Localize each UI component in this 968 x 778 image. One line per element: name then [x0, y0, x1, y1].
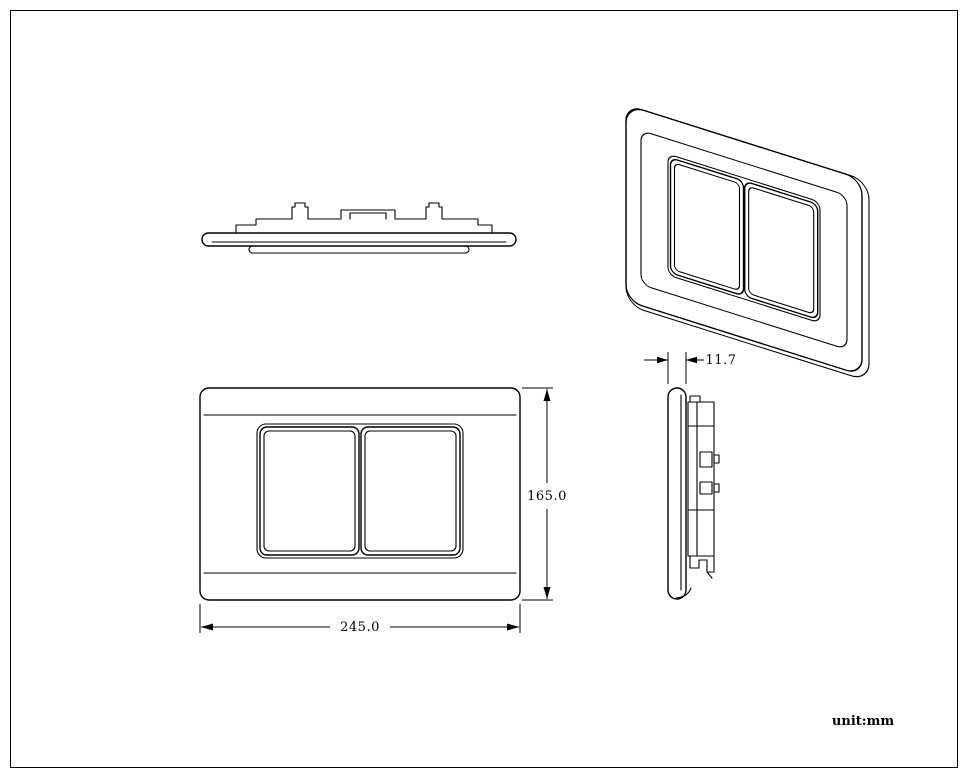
- side-view: [667, 387, 720, 600]
- button-recess: [256, 423, 464, 559]
- plate-outline: [199, 387, 521, 601]
- side-thickness-dimension: 11.7: [644, 352, 736, 384]
- top-edge-view: [201, 202, 517, 254]
- hook-tick: [706, 571, 713, 579]
- frame-clip-upper: [699, 451, 713, 468]
- plate-profile: [667, 387, 687, 600]
- button-recess: [667, 155, 821, 322]
- arrowhead-left: [657, 356, 668, 364]
- left-flush-button-bevel: [263, 430, 356, 552]
- thickness-dimension-label: 11.7: [706, 353, 737, 368]
- frame-bottom-hook: [689, 555, 715, 573]
- plate-bottom-curve: [675, 587, 692, 599]
- arrowhead-right: [686, 356, 697, 364]
- front-view: [199, 387, 521, 601]
- clip-lug-lower: [713, 483, 720, 493]
- frame-top-tab: [689, 395, 701, 403]
- plate-outline: [625, 108, 863, 372]
- arrowhead-bottom: [543, 587, 551, 599]
- right-flush-button-bevel: [748, 187, 815, 314]
- left-flush-button: [259, 426, 360, 556]
- right-flush-button: [743, 182, 819, 319]
- plate-lower-step: [248, 245, 470, 254]
- arrowhead-top: [543, 389, 551, 401]
- right-flush-button: [360, 426, 461, 556]
- frame-profile: [235, 202, 493, 234]
- right-flush-button-bevel: [364, 430, 457, 552]
- unit-label: unit:mm: [832, 714, 894, 729]
- arrowhead-right: [507, 623, 519, 631]
- plate-face-bevel: [640, 132, 848, 348]
- front-height-dimension: 165.0: [522, 387, 567, 601]
- plate-thickness-edge: [625, 109, 870, 378]
- front-width-dimension: 245.0: [199, 604, 521, 635]
- frame-center-block: [349, 212, 387, 220]
- frame-body: [687, 401, 715, 557]
- left-flush-button: [669, 158, 745, 295]
- height-dimension-label: 165.0: [527, 489, 567, 504]
- width-dimension-label: 245.0: [340, 620, 380, 635]
- plate-edge-outline: [201, 232, 517, 247]
- clip-lug-upper: [713, 454, 720, 464]
- sheet-border: [10, 10, 958, 768]
- perspective-view: [625, 108, 870, 378]
- arrowhead-left: [201, 623, 213, 631]
- frame-clip-lower: [699, 481, 713, 495]
- left-flush-button-bevel: [673, 163, 741, 290]
